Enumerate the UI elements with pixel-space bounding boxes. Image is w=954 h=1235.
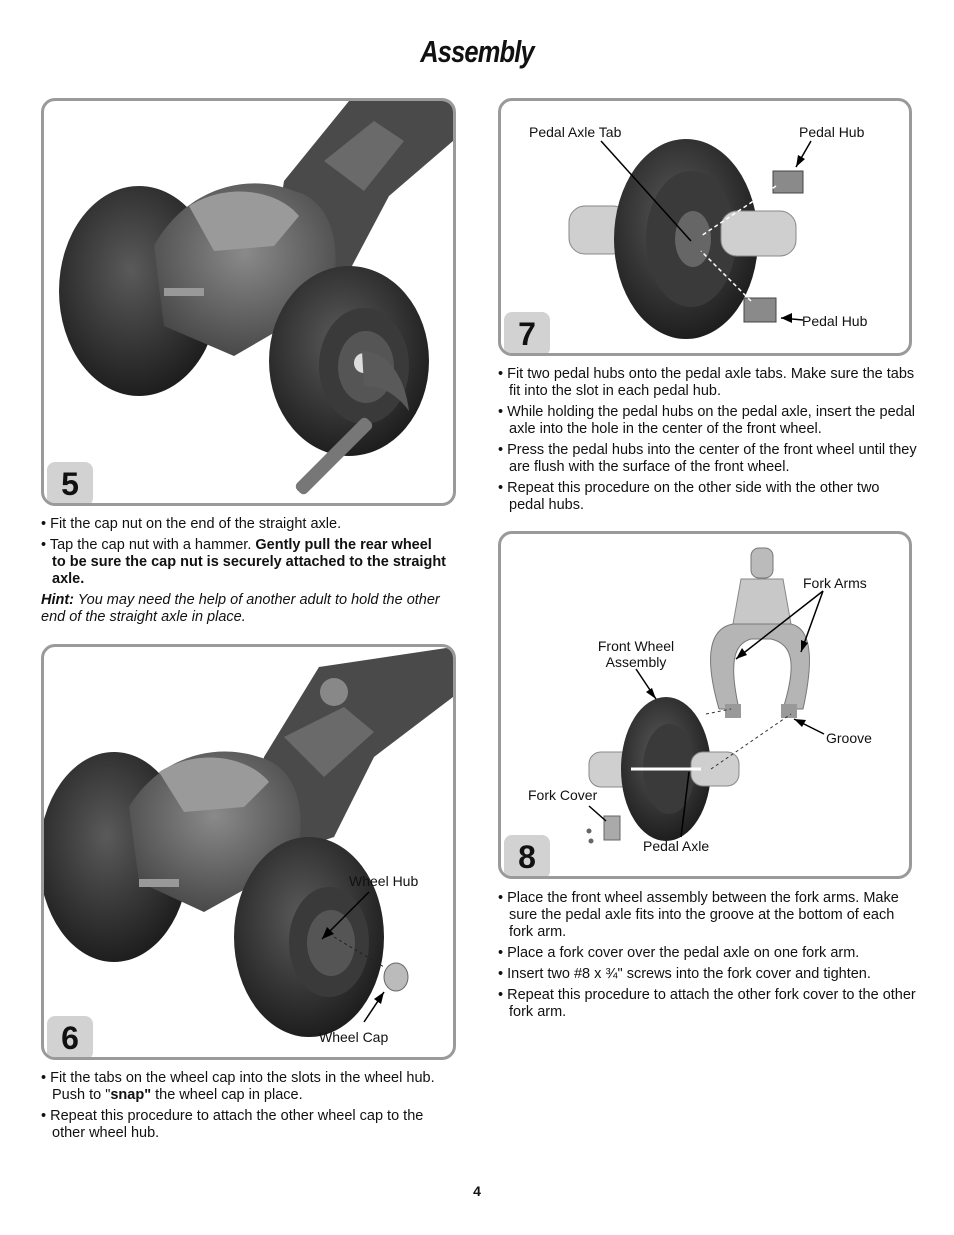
label-wheel-hub: Wheel Hub: [349, 873, 419, 889]
step-8-instructions: • Place the front wheel assembly between…: [498, 890, 918, 1025]
step-8-bullet-4: • Repeat this procedure to attach the ot…: [498, 987, 916, 1020]
step-5-bullet-2: • Tap the cap nut with a hammer. Gently …: [41, 537, 447, 587]
label-pedal-axle-tab: Pedal Axle Tab: [529, 124, 622, 140]
step-5-badge: 5: [45, 460, 95, 503]
step-5-hint: Hint: You may need the help of another a…: [41, 592, 440, 625]
screw-icon: [586, 828, 592, 834]
fork-cover: [603, 815, 621, 841]
step-7-bullet-2: • While holding the pedal hubs on the pe…: [498, 404, 916, 437]
label-front-wheel-assembly: Front Wheel Assembly: [597, 638, 675, 670]
step-6-panel: Wheel Hub Wheel Cap 6: [41, 644, 456, 1060]
step-7-bullet-3: • Press the pedal hubs into the center o…: [498, 442, 917, 475]
step-6-badge: 6: [45, 1014, 95, 1057]
page-number: 4: [473, 1183, 481, 1199]
pedal-hub-bottom: [743, 297, 777, 323]
wheel-cap: [383, 962, 409, 992]
step-8-bullet-1: • Place the front wheel assembly between…: [498, 890, 899, 940]
fork-assembly: [710, 547, 810, 718]
step-8-bullet-3: • Insert two #8 x ¾" screws into the for…: [498, 966, 871, 982]
step-8-badge: 8: [502, 833, 552, 876]
step-5-panel: 5: [41, 98, 456, 506]
step-7-illustration: [568, 139, 812, 339]
pedal-hub-top: [772, 170, 804, 194]
label-fork-arms: Fork Arms: [803, 575, 867, 591]
step-8-illustration: [586, 547, 825, 844]
step-7-panel: Pedal Axle Tab Pedal Hub Pedal Hub 7: [498, 98, 912, 356]
step-7-bullet-4: • Repeat this procedure on the other sid…: [498, 480, 880, 513]
wheel-hub: [307, 910, 355, 976]
label-pedal-hub-top: Pedal Hub: [799, 124, 865, 140]
step-8-panel: Fork Arms Front Wheel Assembly Groove Fo…: [498, 531, 912, 879]
right-pedal: [720, 210, 797, 257]
label-pedal-axle: Pedal Axle: [643, 838, 710, 854]
step-6-instructions: • Fit the tabs on the wheel cap into the…: [41, 1070, 446, 1146]
page-title: Assembly: [420, 34, 534, 69]
step-7-bullet-1: • Fit two pedal hubs onto the pedal axle…: [498, 366, 915, 399]
step-5-instructions: • Fit the cap nut on the end of the stra…: [41, 516, 446, 630]
label-groove: Groove: [826, 730, 872, 746]
label-fork-cover: Fork Cover: [528, 787, 598, 803]
step-7-instructions: • Fit two pedal hubs onto the pedal axle…: [498, 366, 918, 518]
step-5-bullet-1: • Fit the cap nut on the end of the stra…: [41, 516, 342, 532]
hammer-icon: [295, 351, 409, 495]
label-pedal-hub-bottom: Pedal Hub: [802, 313, 868, 329]
step-6-illustration: [44, 647, 453, 1037]
step-6-bullet-2: • Repeat this procedure to attach the ot…: [41, 1108, 424, 1141]
step-7-badge: 7: [502, 310, 552, 353]
label-wheel-cap: Wheel Cap: [319, 1029, 389, 1045]
step-6-bullet-1: • Fit the tabs on the wheel cap into the…: [41, 1070, 435, 1103]
screw-icon: [588, 838, 594, 844]
bell-icon: [320, 678, 348, 706]
step-5-illustration: [59, 101, 453, 495]
step-8-bullet-2: • Place a fork cover over the pedal axle…: [498, 945, 860, 961]
